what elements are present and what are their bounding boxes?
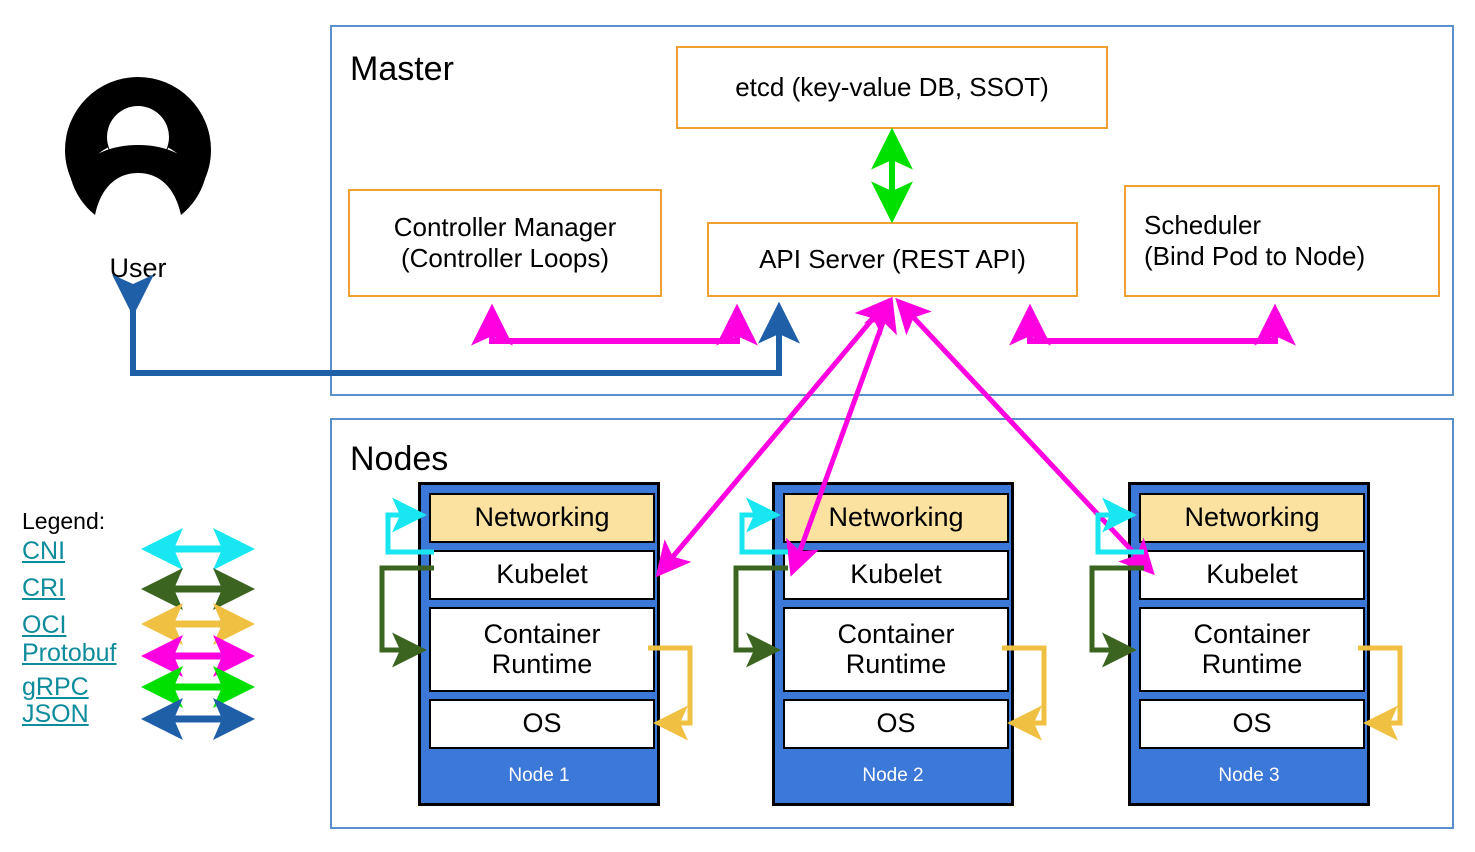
nodes-group-title: Nodes <box>350 440 449 478</box>
api-server-box[interactable]: API Server (REST API) <box>707 222 1078 297</box>
user-caption: User <box>109 253 167 283</box>
controller-manager-line1: Controller Manager <box>393 212 617 243</box>
node-3-os-label: OS <box>1232 708 1272 739</box>
node-3-networking-layer[interactable]: Networking <box>1139 493 1365 543</box>
node-2-os-label: OS <box>876 708 916 739</box>
legend-item-oci[interactable]: OCI <box>22 611 67 639</box>
legend-item-cri[interactable]: CRI <box>22 574 66 602</box>
node-3-runtime-line2: Runtime <box>1201 648 1303 679</box>
etcd-box[interactable]: etcd (key-value DB, SSOT) <box>676 46 1108 129</box>
node-1-runtime-line1: Container <box>483 618 601 649</box>
node-2-os-layer[interactable]: OS <box>783 699 1009 749</box>
node-1-kubelet-layer[interactable]: Kubelet <box>429 550 655 600</box>
node-1-networking-layer[interactable]: Networking <box>429 493 655 543</box>
node-3-kubelet-layer[interactable]: Kubelet <box>1139 550 1365 600</box>
controller-manager-box[interactable]: Controller Manager (Controller Loops) <box>348 189 662 297</box>
node-1-networking-label: Networking <box>474 502 610 533</box>
user-avatar-icon <box>63 75 213 225</box>
controller-manager-line2: (Controller Loops) <box>400 243 610 273</box>
node-3-name: Node 3 <box>1218 765 1280 786</box>
node-2-kubelet-layer[interactable]: Kubelet <box>783 550 1009 600</box>
node-2-kubelet-label: Kubelet <box>850 559 942 590</box>
legend-title: Legend: <box>22 508 106 534</box>
node-3-box[interactable]: Networking Kubelet Container Runtime OS … <box>1128 482 1370 806</box>
node-3-container-runtime-layer[interactable]: Container Runtime <box>1139 607 1365 692</box>
node-3-runtime-line1: Container <box>1193 618 1311 649</box>
etcd-label: etcd (key-value DB, SSOT) <box>735 72 1049 103</box>
scheduler-line1: Scheduler <box>1144 210 1262 241</box>
node-2-networking-layer[interactable]: Networking <box>783 493 1009 543</box>
scheduler-box[interactable]: Scheduler (Bind Pod to Node) <box>1124 185 1440 297</box>
node-1-name: Node 1 <box>508 765 570 786</box>
node-1-os-layer[interactable]: OS <box>429 699 655 749</box>
node-3-networking-label: Networking <box>1184 502 1320 533</box>
node-1-runtime-line2: Runtime <box>491 648 593 679</box>
scheduler-line2: (Bind Pod to Node) <box>1144 241 1366 271</box>
node-2-name: Node 2 <box>862 765 924 786</box>
node-2-box[interactable]: Networking Kubelet Container Runtime OS … <box>772 482 1014 806</box>
api-server-label: API Server (REST API) <box>759 244 1026 275</box>
user-avatar-svg <box>65 77 211 215</box>
node-3-kubelet-label: Kubelet <box>1206 559 1298 590</box>
node-1-box[interactable]: Networking Kubelet Container Runtime OS … <box>418 482 660 806</box>
node-2-runtime-line2: Runtime <box>845 648 947 679</box>
node-2-container-runtime-layer[interactable]: Container Runtime <box>783 607 1009 692</box>
legend-item-json[interactable]: JSON <box>22 700 89 728</box>
legend-item-grpc[interactable]: gRPC <box>22 673 89 701</box>
legend-item-protobuf[interactable]: Protobuf <box>22 639 117 667</box>
node-2-runtime-line1: Container <box>837 618 955 649</box>
node-1-container-runtime-layer[interactable]: Container Runtime <box>429 607 655 692</box>
node-1-os-label: OS <box>522 708 562 739</box>
master-group-title: Master <box>350 50 454 88</box>
legend-item-cni[interactable]: CNI <box>22 537 66 565</box>
node-1-kubelet-label: Kubelet <box>496 559 588 590</box>
node-3-os-layer[interactable]: OS <box>1139 699 1365 749</box>
node-2-networking-label: Networking <box>828 502 964 533</box>
